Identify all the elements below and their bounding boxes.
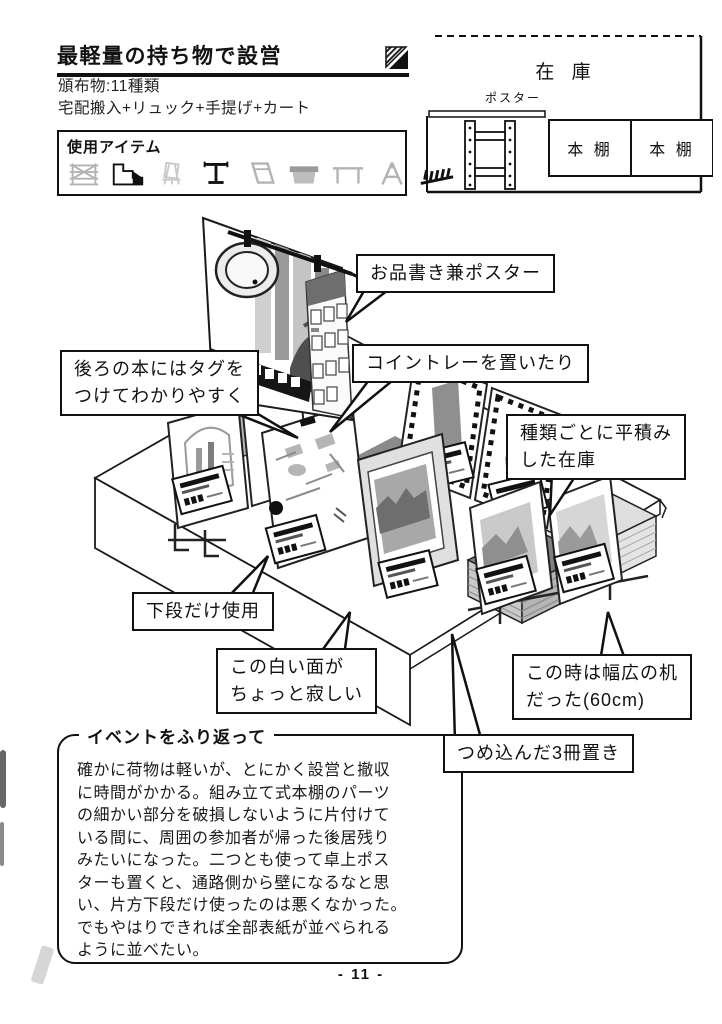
callout-wide-desk: この時は幅広の机 だった(60cm) bbox=[512, 654, 692, 720]
event-review-box: イベントをふり返って 確かに荷物は軽いが、とにかく設営と撤収 に時間がかかる。組… bbox=[57, 723, 463, 964]
poster-label: ポスター bbox=[485, 91, 541, 105]
middle-map-book bbox=[260, 402, 370, 570]
folding-rack-icon bbox=[69, 163, 99, 186]
covered-table-icon bbox=[289, 166, 319, 184]
callout-stacked-stock: 種類ごとに平積み した在庫 bbox=[506, 414, 686, 480]
framed-picture-book bbox=[356, 432, 460, 599]
scan-artifact bbox=[0, 750, 6, 808]
poster-menu-panel bbox=[305, 268, 353, 419]
used-items-box: 使用アイテム bbox=[57, 130, 454, 196]
bookshelf-box-1 bbox=[548, 119, 632, 177]
poster-pole bbox=[276, 411, 285, 487]
page-title: 最軽量の持ち物で設営 bbox=[57, 45, 282, 68]
hatched-square-icon bbox=[385, 46, 408, 69]
poster-hanger-bar bbox=[227, 230, 361, 280]
tiered-display-stand-icon bbox=[112, 163, 144, 186]
stock-title: 在 庫 bbox=[535, 61, 596, 83]
poster-bar bbox=[428, 110, 546, 118]
callout-menu-poster: お品書き兼ポスター bbox=[356, 254, 555, 293]
bookshelf-label-2: 本 棚 bbox=[649, 141, 694, 159]
bookshelf-box-2 bbox=[630, 119, 713, 177]
t-pole-poster-stand-icon bbox=[203, 161, 229, 184]
callout-white-surface: この白い面が ちょっと寂しい bbox=[216, 648, 377, 714]
folding-table-icon bbox=[332, 167, 364, 184]
a-frame-easel-icon bbox=[381, 162, 403, 185]
used-items-icon-row bbox=[59, 157, 454, 188]
bookshelf-label-1: 本 棚 bbox=[567, 141, 612, 159]
callout-bottom-row-only: 下段だけ使用 bbox=[132, 592, 274, 631]
callout-three-book-cram: つめ込んだ3冊置き bbox=[443, 734, 635, 773]
scan-artifact bbox=[0, 822, 4, 866]
folding-easel-icon bbox=[162, 161, 181, 185]
page-header: 最軽量の持ち物で設営 bbox=[57, 40, 409, 77]
coin-tray-area bbox=[330, 436, 448, 500]
page-number: - 11 - bbox=[337, 966, 385, 983]
display-frame-icon bbox=[250, 162, 275, 184]
book-stacks bbox=[466, 489, 658, 625]
used-items-label: 使用アイテム bbox=[67, 139, 162, 156]
poster-stand-ladder bbox=[464, 120, 516, 190]
distribution-info: 頒布物:11種類 宅配搬入+リュック+手提げ+カート bbox=[58, 78, 311, 117]
stock-layout-diagram: 在 庫 ポスター 本 棚 本 棚 bbox=[426, 35, 713, 194]
event-review-body: 確かに荷物は軽いが、とにかく設営と撤収 に時間がかかる。組み立て式本棚のパーツ … bbox=[77, 762, 408, 959]
callout-coin-tray: コイントレーを置いたり bbox=[352, 344, 589, 383]
front-right-books bbox=[467, 474, 649, 624]
event-review-title: イベントをふり返って bbox=[79, 723, 275, 748]
callout-tagged-books: 後ろの本にはタグを つけてわかりやすく bbox=[60, 350, 259, 416]
